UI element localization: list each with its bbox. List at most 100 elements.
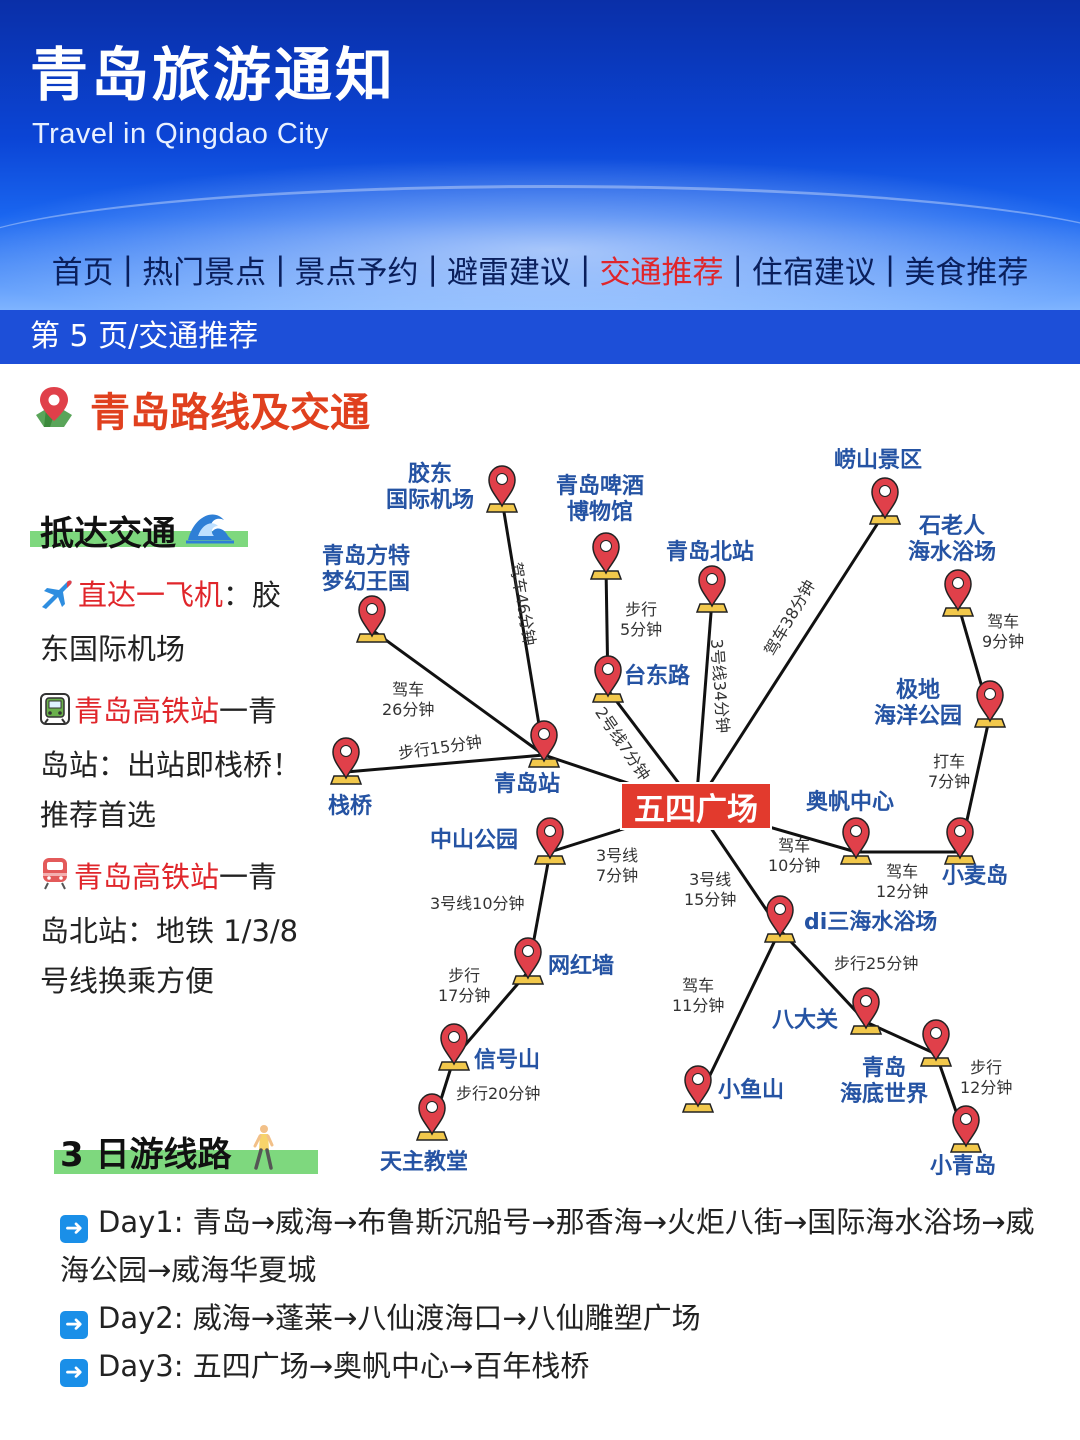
route-line xyxy=(452,971,530,1059)
edge-label: 步行15分钟 xyxy=(397,732,484,763)
node-label-qingdao-station: 青岛站 xyxy=(494,772,561,797)
node-label-zhanqiao: 栈桥 xyxy=(328,794,373,819)
location-pin-icon xyxy=(681,1065,715,1113)
train-icon xyxy=(40,856,70,906)
route-line xyxy=(695,804,857,854)
nav-item-transport[interactable]: 交通推荐 xyxy=(599,254,724,291)
map-pin-icon xyxy=(34,385,74,433)
arrival-detail: ：胶东国际机场 xyxy=(40,578,282,666)
node-label-polar-park: 极地海洋公园 xyxy=(874,678,963,729)
route-line xyxy=(526,851,552,973)
day-route: 青岛→威海→布鲁斯沉船号→那香海→火炬八街→国际海水浴场→威海公园→威海华夏城 xyxy=(60,1205,1035,1287)
route-line xyxy=(865,1020,937,1056)
nav-separator: | xyxy=(884,251,896,287)
route-line xyxy=(694,599,714,807)
day-label: Day1: xyxy=(98,1205,184,1239)
nav-separator: | xyxy=(122,251,134,287)
train-icon xyxy=(40,690,70,740)
edge-label: 3号线34分钟 xyxy=(706,638,733,734)
arrival-heading: 抵达交通 xyxy=(40,506,236,555)
arrow-right-icon: ➜ xyxy=(60,1359,88,1387)
arrival-item-qingdao-north: 青岛高铁站一青岛北站：地铁 1/3/8 号线换乘方便 xyxy=(40,852,302,1006)
edge-label: 步行25分钟 xyxy=(834,954,919,973)
banner-wave xyxy=(0,185,1080,310)
route-line xyxy=(956,603,992,716)
nav-item-lodging[interactable]: 住宿建议 xyxy=(751,254,876,291)
edge-label: 驾车46分钟 xyxy=(505,560,540,648)
location-pin-icon xyxy=(485,465,519,513)
node-label-xiaoqingdao: 小青岛 xyxy=(930,1154,997,1179)
itinerary-day-3: ➜Day3: 五四广场→奥帆中心→百年栈桥 xyxy=(60,1342,1050,1390)
node-label-wanghong-wall: 网红墙 xyxy=(548,954,615,979)
location-pin-icon xyxy=(949,1105,983,1153)
itinerary-list: ➜ Day1: 青岛→威海→布鲁斯沉船号→那香海→火炬八街→国际海水浴场→威海公园… xyxy=(60,1198,1050,1390)
center-node-wusi-square: 五四广场 xyxy=(620,782,772,830)
arrival-item-plane: 直达一飞机：胶东国际机场 xyxy=(40,570,302,674)
location-pin-icon xyxy=(868,477,902,525)
location-pin-icon xyxy=(941,569,975,617)
node-label-xinhao-mountain: 信号山 xyxy=(474,1048,541,1073)
node-label-taidong-road: 台东路 xyxy=(624,664,691,689)
nav-item-food[interactable]: 美食推荐 xyxy=(904,254,1029,291)
node-label-fantawild: 青岛方特梦幻王国 xyxy=(322,544,411,595)
nav-item-avoid-tips[interactable]: 避雷建议 xyxy=(447,254,571,291)
arrival-item-qingdao-station: 青岛高铁站一青岛站：出站即栈桥！推荐首选 xyxy=(40,686,302,840)
nav-item-booking[interactable]: 景点予约 xyxy=(294,254,419,291)
arrival-heading-text: 抵达交通 xyxy=(40,514,176,554)
node-label-qingdao-north: 青岛北站 xyxy=(666,540,755,565)
day-label: Day3: xyxy=(98,1349,184,1383)
location-pin-icon xyxy=(355,595,389,643)
route-line xyxy=(694,511,887,807)
location-pin-icon xyxy=(919,1019,953,1067)
edge-label: 驾车38分钟 xyxy=(760,576,820,660)
day-route: 威海→蓬莱→八仙渡海口→八仙雕塑广场 xyxy=(192,1301,701,1335)
route-line xyxy=(500,499,546,756)
walking-person-icon xyxy=(250,1124,276,1179)
nav-separator: | xyxy=(427,251,438,287)
itinerary-heading: 3 日游线路 xyxy=(60,1124,276,1179)
arrow-right-icon: ➜ xyxy=(60,1215,88,1243)
route-line xyxy=(778,928,868,1024)
location-pin-icon xyxy=(415,1093,449,1141)
page-subtitle: Travel in Qingdao City xyxy=(32,118,329,150)
node-label-catholic-church: 天主教堂 xyxy=(380,1150,469,1175)
heading-highlight xyxy=(54,1150,318,1174)
location-pin-icon xyxy=(695,565,729,613)
nav-item-hot-spots[interactable]: 热门景点 xyxy=(142,254,267,291)
header-banner: 青岛旅游通知 Travel in Qingdao City 首页| 热门景点| … xyxy=(0,0,1080,310)
itinerary-heading-text: 3 日游线路 xyxy=(60,1135,232,1175)
node-label-badaguan: 八大关 xyxy=(772,1008,839,1033)
node-label-beer-museum: 青岛啤酒博物馆 xyxy=(556,474,645,525)
location-pin-icon xyxy=(329,737,363,785)
page-title: 青岛旅游通知 xyxy=(30,41,397,109)
nav-separator: | xyxy=(580,251,591,287)
arrival-highlight: 青岛高铁站 xyxy=(74,694,220,728)
route-line xyxy=(958,714,992,853)
node-label-shilaoren: 石老人海水浴场 xyxy=(908,514,997,565)
route-line xyxy=(696,929,782,1101)
arrival-detail: 一青岛站：出站即栈桥！推荐首选 xyxy=(40,694,302,832)
location-pin-icon xyxy=(591,655,625,703)
wave-icon xyxy=(184,506,236,555)
route-line xyxy=(543,753,697,808)
arrival-detail: 一青岛北站：地铁 1/3/8 号线换乘方便 xyxy=(40,860,299,998)
location-pin-icon xyxy=(943,817,977,865)
location-pin-icon xyxy=(849,987,883,1035)
nav-item-home[interactable]: 首页 xyxy=(51,254,114,291)
top-nav: 首页| 热门景点| 景点予约| 避雷建议| 交通推荐| 住宿建议| 美食推荐 xyxy=(0,246,1080,292)
itinerary-day-1: ➜ Day1: 青岛→威海→布鲁斯沉船号→那香海→火炬八街→国际海水浴场→威海公园… xyxy=(60,1198,1050,1294)
edge-label: 3号线10分钟 xyxy=(430,894,525,913)
arrival-highlight: 直达一飞机 xyxy=(78,578,224,612)
location-pin-icon xyxy=(589,532,623,580)
section-title: 青岛路线及交通 xyxy=(90,390,370,436)
page-indicator: 第 5 页/交通推荐 xyxy=(0,310,1080,364)
nav-separator: | xyxy=(275,251,286,287)
location-pin-icon xyxy=(763,895,797,943)
location-pin-icon xyxy=(973,680,1007,728)
location-pin-icon xyxy=(527,720,561,768)
